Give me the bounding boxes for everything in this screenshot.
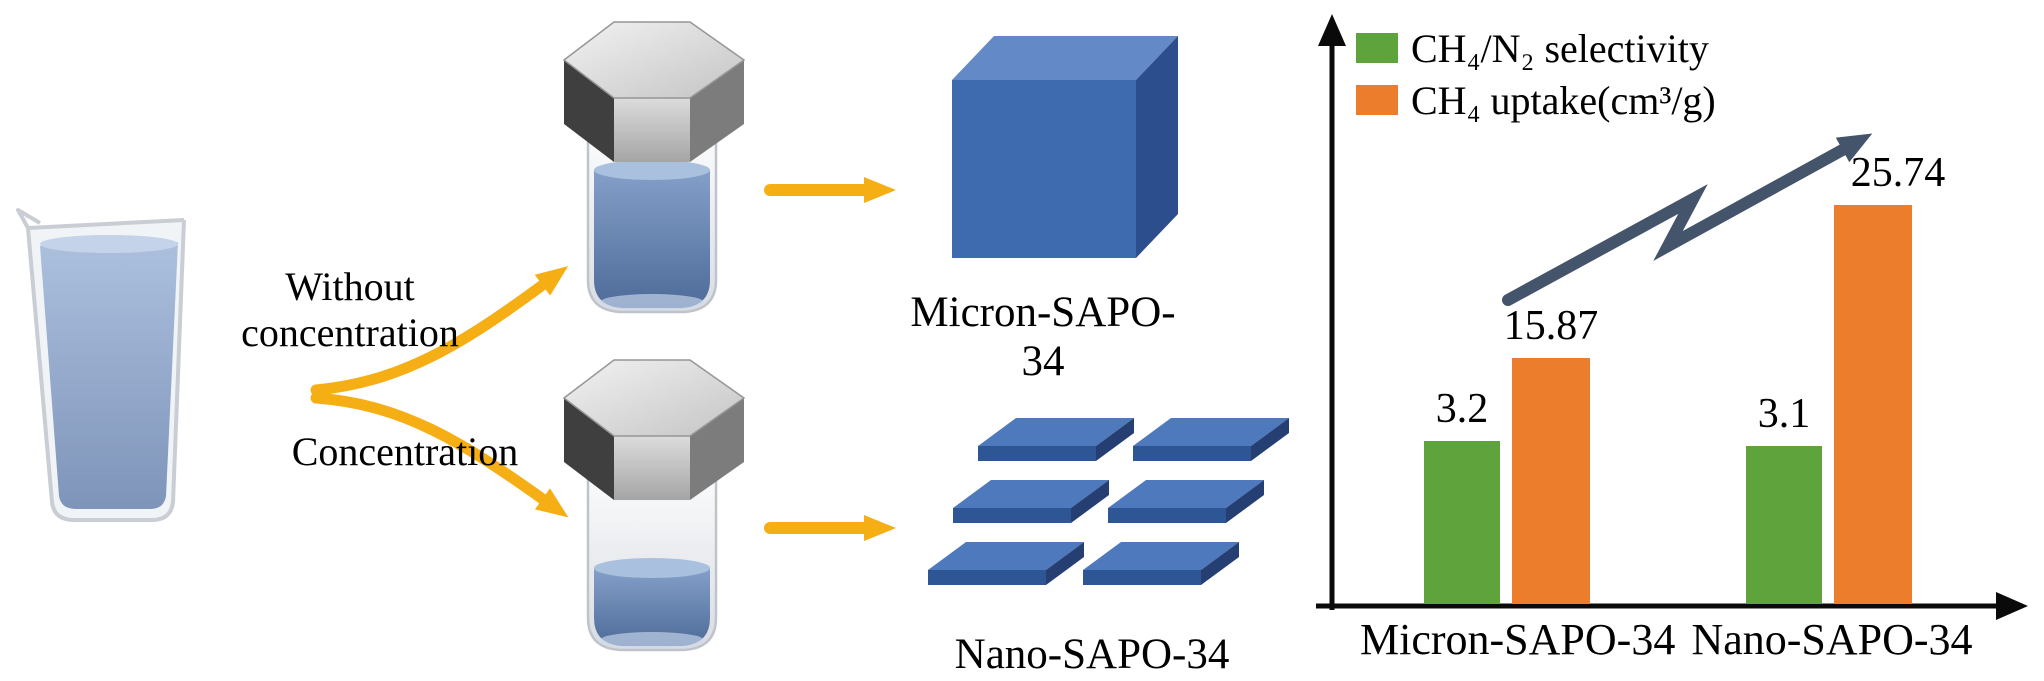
branch-label-top-line2: concentration <box>241 310 459 355</box>
legend-swatch-green <box>1356 33 1398 63</box>
liquid-bottom-glow <box>600 632 704 648</box>
branch-arrow-bottom-icon <box>310 392 569 518</box>
nano-plate-icon <box>928 542 1084 585</box>
legend-swatch-orange <box>1356 85 1398 115</box>
beaker-outline <box>26 219 186 522</box>
legend-label-uptake: CH₄ uptake(cm³/g) <box>1411 77 1716 123</box>
branch-arrow-top-icon <box>310 266 569 396</box>
value-label-uptake-nano: 25.74 <box>1850 150 1946 196</box>
value-label-uptake-micron: 15.87 <box>1503 303 1599 349</box>
cube-front-face <box>952 80 1136 258</box>
legend-item-selectivity: CH₄/N₂ selectivity <box>1356 22 1716 74</box>
legend-item-uptake: CH₄ uptake(cm³/g) <box>1356 74 1716 126</box>
branch-label-bottom: Concentration <box>291 429 519 474</box>
cube-top-face <box>952 36 1178 80</box>
category-label-micron: Micron-SAPO-34 <box>1360 615 1676 664</box>
beaker-liquid-surface <box>40 235 178 253</box>
beaker-liquid <box>40 242 178 509</box>
micron-product-label: Micron-SAPO-34 <box>910 289 1176 385</box>
autoclave-liquid <box>594 170 710 308</box>
nano-product-label: Nano-SAPO-34 <box>954 631 1230 678</box>
trend-arrow-icon <box>1502 133 1873 306</box>
y-axis-arrowhead-icon <box>1318 14 1346 46</box>
chart-legend: CH₄/N₂ selectivity CH₄ uptake(cm³/g) <box>1356 22 1716 126</box>
nano-plates-icon <box>928 418 1289 585</box>
category-label-nano: Nano-SAPO-34 <box>1691 615 1973 664</box>
bar-selectivity-micron <box>1424 441 1500 604</box>
autoclave-liquid <box>594 568 710 646</box>
autoclave-cap <box>563 21 745 163</box>
chart-axes <box>1316 14 2028 620</box>
nano-plate-icon <box>1083 542 1239 585</box>
beaker-icon <box>16 208 186 522</box>
autoclave-top-icon <box>563 21 745 314</box>
cube-right-face <box>1136 36 1178 258</box>
autoclave-cap <box>563 359 745 501</box>
legend-label-selectivity: CH₄/N₂ selectivity <box>1411 25 1709 71</box>
liquid-surface <box>594 160 710 180</box>
x-axis-arrowhead-icon <box>1996 592 2028 620</box>
value-label-selectivity-micron: 3.2 <box>1435 386 1489 432</box>
autoclave-bottom-icon <box>563 359 745 652</box>
nano-plate-icon <box>1108 480 1264 523</box>
nano-plate-icon <box>1133 418 1289 461</box>
branch-label-top: Without concentration <box>200 264 500 356</box>
branch-label-top-line1: Without <box>285 264 415 309</box>
bar-selectivity-nano <box>1746 446 1822 604</box>
bar-uptake-micron <box>1512 358 1590 604</box>
beaker-spout <box>16 208 185 230</box>
micron-cube-icon <box>952 36 1178 258</box>
bar-uptake-nano <box>1834 205 1912 604</box>
nano-plate-icon <box>978 418 1134 461</box>
nano-plate-icon <box>953 480 1109 523</box>
value-label-selectivity-nano: 3.1 <box>1757 391 1811 437</box>
liquid-bottom-glow <box>600 294 704 310</box>
liquid-surface <box>594 558 710 578</box>
